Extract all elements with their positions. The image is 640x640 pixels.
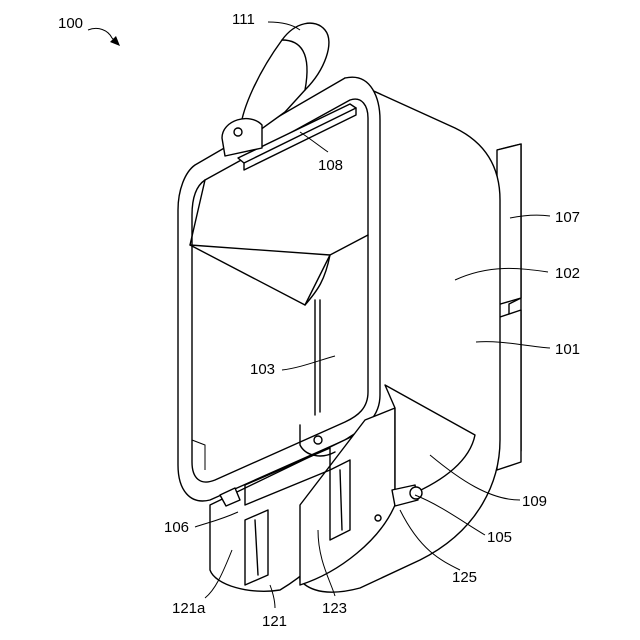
label-103: 103 (250, 361, 275, 378)
label-121a: 121a (172, 600, 206, 617)
label-106: 106 (164, 519, 189, 536)
label-102: 102 (555, 265, 580, 282)
label-108: 108 (318, 157, 343, 174)
label-105: 105 (487, 529, 512, 546)
label-123: 123 (322, 600, 347, 617)
label-125: 125 (452, 569, 477, 586)
label-107: 107 (555, 209, 580, 226)
label-121: 121 (262, 613, 287, 630)
label-101: 101 (555, 341, 580, 358)
label-111: 111 (232, 11, 255, 28)
label-100: 100 (58, 15, 83, 32)
label-109: 109 (522, 493, 547, 510)
assembly-arrow (88, 28, 120, 46)
